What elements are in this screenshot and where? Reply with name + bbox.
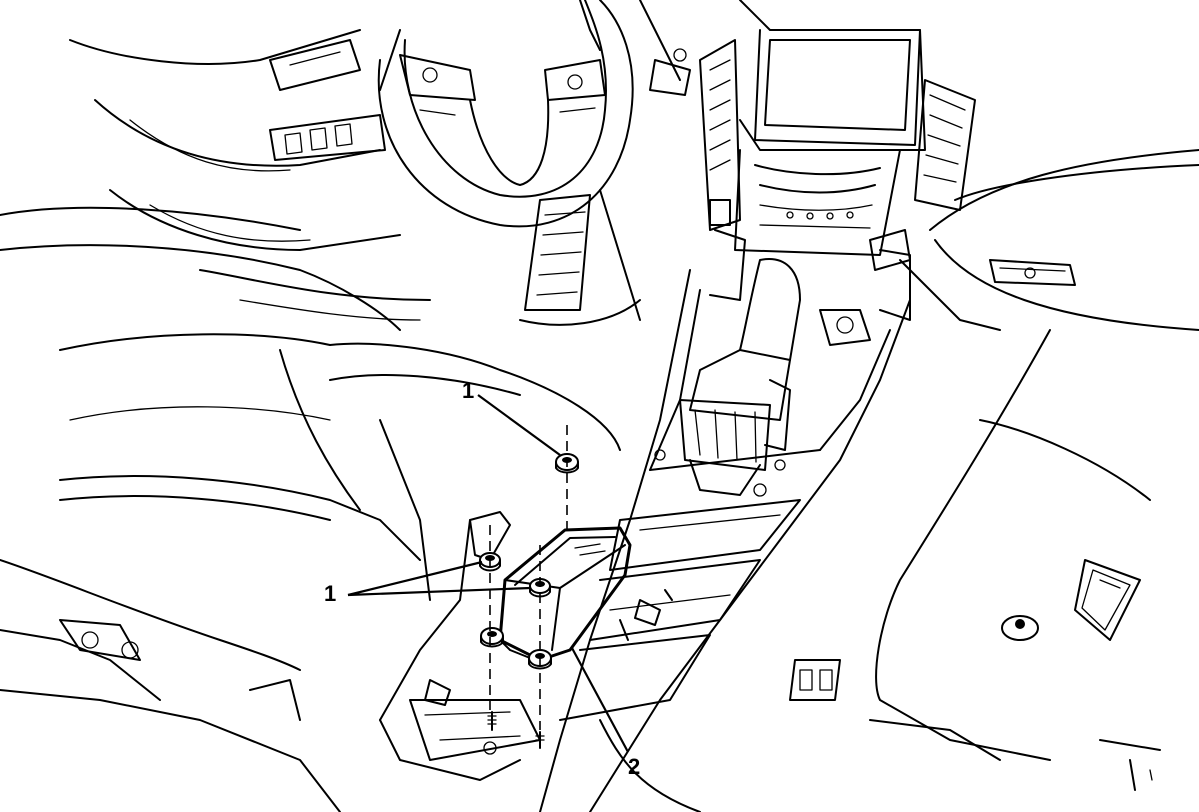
center-stack [699,0,976,321]
callout-1-upper: 1 [462,378,475,403]
leader-1-left-a [347,560,483,597]
shift-lever-assembly [679,258,801,496]
mounting-nuts [479,453,579,670]
passenger-dash [899,149,1199,331]
mounting-studs [487,711,545,749]
rear-floor [789,329,1161,791]
control-module [498,526,632,663]
driver-door-panel [69,29,431,321]
accelerator-pedal [519,189,641,326]
driver-seat [0,206,621,812]
steering-wheel [377,0,691,228]
center-console [539,269,911,812]
installation-lines [489,425,568,730]
leader-1-upper [477,394,561,456]
console-rear-bracket [379,511,541,781]
leader-2 [571,647,629,753]
leader-lines [347,394,629,753]
callout-2: 2 [628,754,641,779]
nut-lower-left [480,627,504,648]
leader-1-left-b [347,586,531,597]
callout-1-left: 1 [324,581,337,606]
